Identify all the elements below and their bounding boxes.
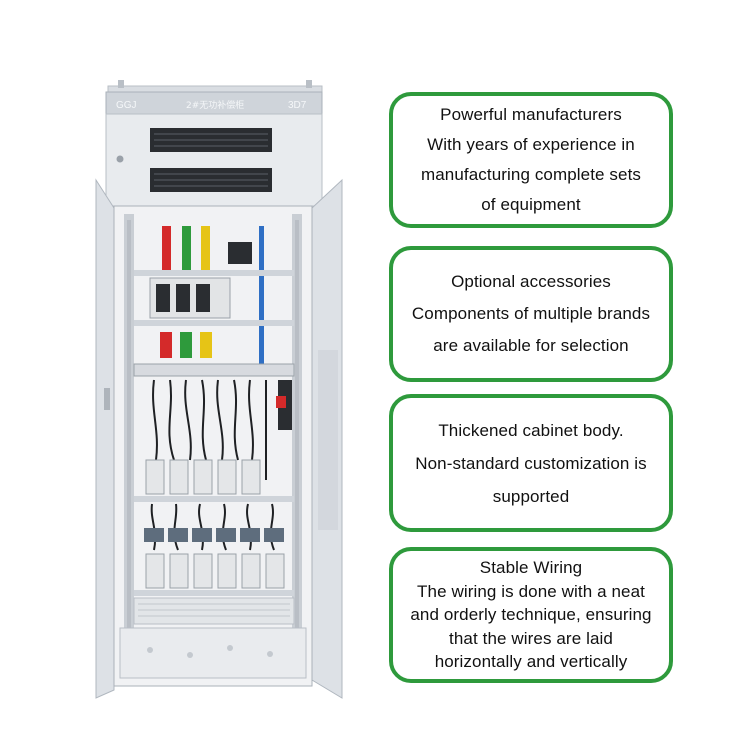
feature-text: supported [492,486,570,506]
feature-title: Optional accessories [451,272,611,291]
feature-text: With years of experience in [427,135,635,154]
feature-title: Stable Wiring [479,558,583,578]
feature-text: manufacturing complete sets [420,165,642,184]
feature-text: of equipment [481,195,581,214]
feature-card-cabinet-body: Thickened cabinet body. Non-standard cus… [389,394,673,532]
feature-title: Thickened cabinet body. [438,420,624,440]
feature-text: Non-standard customization is [415,453,647,473]
feature-text: horizontally and vertically [434,652,628,672]
cabinet-label-right: 3D7 [288,100,307,111]
feature-text: are available for selection [433,336,629,355]
feature-card-wiring: Stable Wiring The wiring is done with a … [389,547,673,683]
feature-card-manufacturer: Powerful manufacturers With years of exp… [389,92,673,228]
cabinet-photo: GGJ 2#无功补偿柜 3D7 [90,80,360,700]
feature-text: Components of multiple brands [411,304,651,323]
feature-text: that the wires are laid [449,628,613,648]
feature-card-accessories: Optional accessories Components of multi… [389,246,673,382]
feature-text: The wiring is done with a neat [417,581,645,601]
cabinet-label-left: GGJ [116,100,137,111]
feature-text: and orderly technique, ensuring [410,605,652,625]
cabinet-label-center: 2#无功补偿柜 [186,99,244,111]
feature-title: Powerful manufacturers [440,105,622,124]
